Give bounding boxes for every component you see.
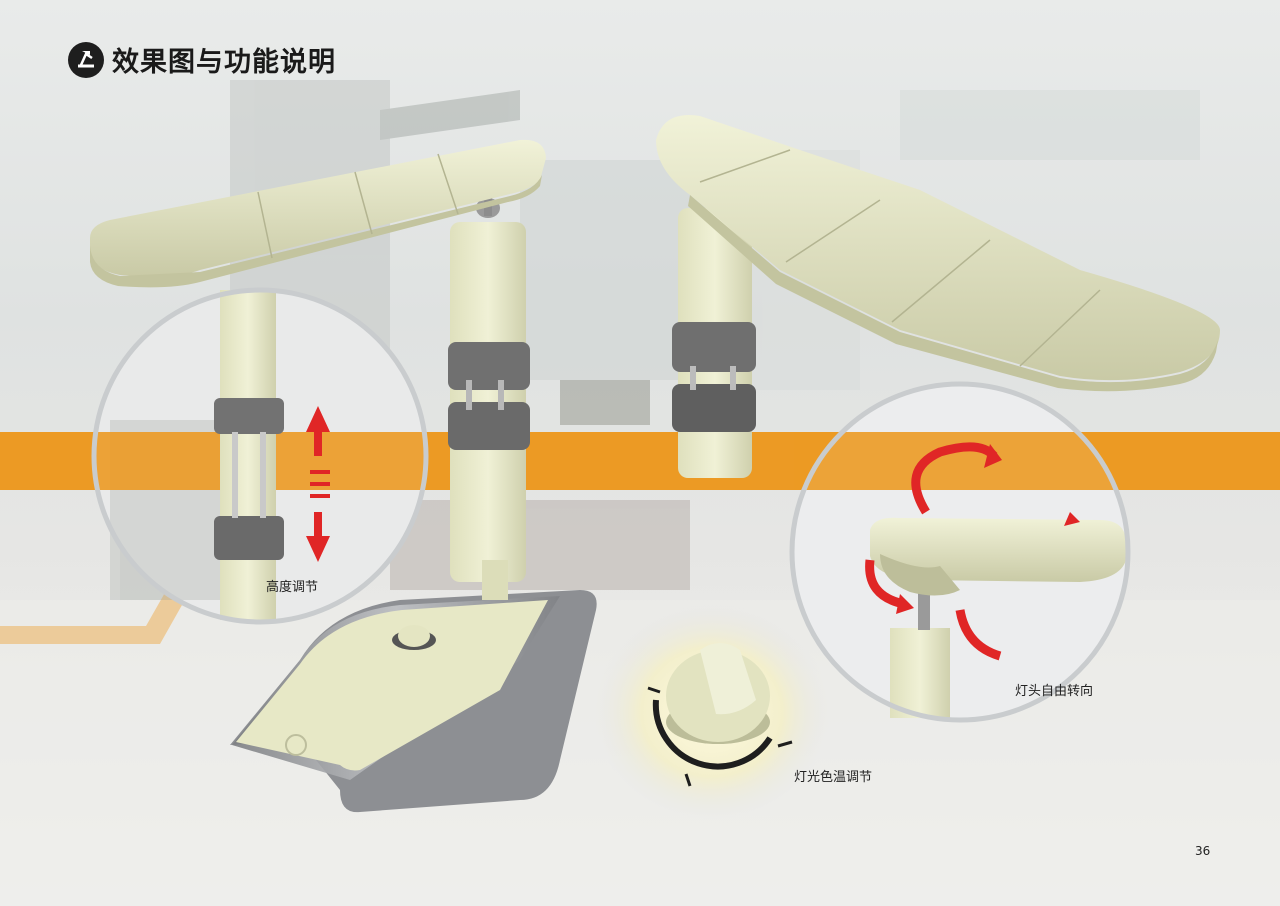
height-adjust-label: 高度调节 — [266, 580, 319, 595]
page-title: 效果图与功能说明 — [112, 47, 336, 78]
lamp-right — [656, 115, 1220, 478]
page-number: 36 — [1195, 844, 1211, 858]
rotate-detail — [789, 381, 1131, 723]
height-adjust-detail — [91, 287, 429, 625]
lamp-left — [90, 139, 597, 813]
color-temp-label: 灯光色温调节 — [794, 770, 873, 785]
section-title: 效果图与功能说明 — [68, 40, 336, 79]
lamp-logo-icon — [68, 41, 104, 78]
color-temp-knob-detail — [594, 604, 830, 820]
rotate-label: 灯头自由转向 — [1015, 684, 1094, 699]
